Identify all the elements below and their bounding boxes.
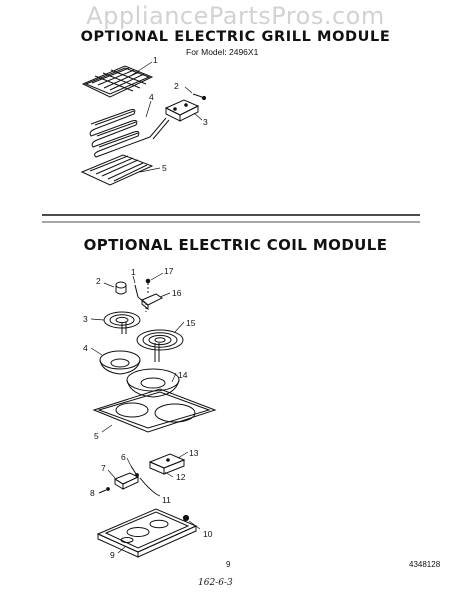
coil-switch xyxy=(113,472,140,490)
coil-bracket xyxy=(134,284,146,304)
callout-coil-15: 15 xyxy=(186,318,196,328)
callout-grill-4: 4 xyxy=(149,92,154,102)
coil-burner-box xyxy=(96,508,198,558)
callout-coil-1: 1 xyxy=(131,267,136,277)
callout-grill-1: 1 xyxy=(153,55,158,65)
grill-terminal-block xyxy=(164,99,200,122)
callout-coil-2: 2 xyxy=(96,276,101,286)
handwritten-note: 162-6-3 xyxy=(198,578,233,588)
callout-coil-14: 14 xyxy=(178,370,188,380)
coil-module-title: OPTIONAL ELECTRIC COIL MODULE xyxy=(83,236,388,254)
coil-screw-left xyxy=(98,487,110,494)
callout-coil-11: 11 xyxy=(162,495,171,505)
coil-top-plate xyxy=(92,388,217,433)
callout-coil-9: 9 xyxy=(110,550,115,560)
coil-receptacle xyxy=(141,293,163,312)
callout-coil-5: 5 xyxy=(94,431,99,441)
coil-screw-top xyxy=(145,278,151,294)
coil-terminal-block xyxy=(148,453,186,475)
callout-coil-13: 13 xyxy=(189,448,199,458)
callout-grill-2: 2 xyxy=(174,81,179,91)
grill-module-title: OPTIONAL ELECTRIC GRILL MODULE xyxy=(80,29,391,45)
callout-grill-5: 5 xyxy=(162,163,167,173)
callout-coil-7: 7 xyxy=(101,463,106,473)
document-number: 4348128 xyxy=(409,560,441,569)
callout-coil-17: 17 xyxy=(164,266,174,276)
callout-coil-8: 8 xyxy=(90,488,95,498)
coil-cap xyxy=(115,281,127,295)
grill-screw xyxy=(192,93,207,101)
coil-wire xyxy=(139,477,157,495)
model-label: For Model: 2496X1 xyxy=(186,47,259,57)
grill-grate xyxy=(81,65,154,98)
callout-coil-4: 4 xyxy=(83,343,88,353)
small-drip-bowl xyxy=(99,350,141,375)
callout-coil-12: 12 xyxy=(176,472,186,482)
page-number: 9 xyxy=(226,560,231,569)
callout-coil-10: 10 xyxy=(203,529,213,539)
grill-heating-element xyxy=(89,109,170,158)
callout-coil-16: 16 xyxy=(172,288,182,298)
watermark: AppliancePartsPros.com xyxy=(86,2,385,30)
grill-drip-tray xyxy=(80,154,154,186)
callout-coil-6: 6 xyxy=(121,452,126,462)
section-divider xyxy=(42,214,420,223)
callout-grill-3: 3 xyxy=(203,117,208,127)
callout-coil-3: 3 xyxy=(83,314,88,324)
large-coil-element xyxy=(136,329,184,362)
small-coil-element xyxy=(103,311,141,334)
coil-grommet xyxy=(182,514,190,522)
